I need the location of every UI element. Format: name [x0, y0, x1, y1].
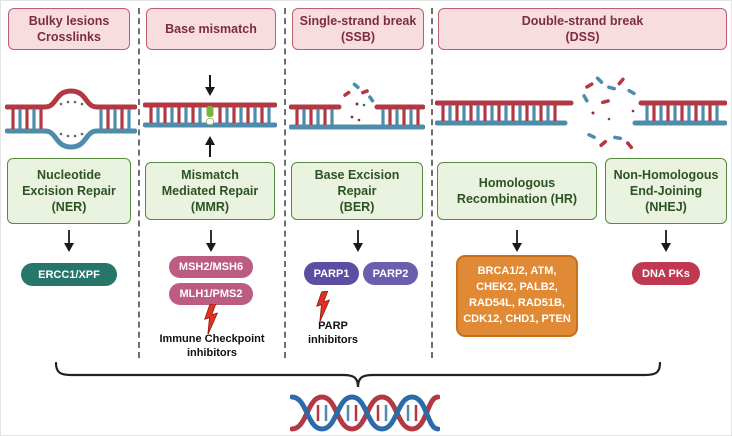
- damage-box-label-line: Bulky lesions: [28, 13, 110, 28]
- effector-pill-mlh1-pms2: MLH1/PMS2: [169, 283, 253, 305]
- repair-box-nhej: Non-Homologous End-Joining (NHEJ): [605, 158, 727, 224]
- hr-gene-line: CHEK2, PALB2,: [476, 281, 558, 294]
- damage-box-label-line: (DSS): [565, 30, 600, 44]
- damage-box-label-line: (SSB): [340, 30, 376, 44]
- down-arrow-icon: [206, 230, 216, 252]
- repair-box-label-line: (NER): [51, 200, 87, 215]
- column-divider-dashed-line: [284, 8, 286, 358]
- down-arrow-icon: [661, 230, 671, 252]
- dna-single-strand-break-illustration: [289, 82, 425, 130]
- repair-box-label-line: (NHEJ): [645, 200, 687, 215]
- column-divider-dashed-line: [431, 8, 433, 358]
- effector-pill-dna-pks: DNA PKs: [632, 262, 700, 285]
- damage-box-label-line: Double-strand break: [521, 13, 644, 28]
- repair-box-label-line: Mismatch: [181, 167, 239, 182]
- column-divider-dashed-line: [138, 8, 140, 358]
- repair-box-label-line: Excision Repair: [22, 183, 116, 198]
- repair-box-ner: Nucleotide Excision Repair (NER): [7, 158, 131, 224]
- effector-pill-msh2-msh6: MSH2/MSH6: [169, 256, 253, 278]
- dna-base-mismatch-illustration: [143, 75, 277, 157]
- parp-inhibitors-label: PARP inhibitors: [303, 319, 363, 348]
- inhibitor-label-line: inhibitors: [307, 334, 359, 347]
- repair-box-hr: Homologous Recombination (HR): [437, 162, 597, 220]
- repair-box-label-line: (BER): [339, 200, 375, 215]
- inhibitor-label-line: Immune Checkpoint: [159, 333, 265, 345]
- repair-box-label-line: Homologous: [478, 175, 556, 190]
- damage-box-single-strand-break: Single-strand break (SSB): [292, 8, 424, 50]
- inhibitor-label-line: inhibitors: [186, 347, 238, 360]
- effector-pill-parp1: PARP1: [304, 262, 359, 285]
- repair-box-label-line: Nucleotide: [37, 167, 101, 182]
- repair-box-label-line: (MMR): [190, 200, 230, 215]
- down-arrow-icon: [353, 230, 363, 252]
- dna-double-helix-icon: [290, 394, 440, 432]
- down-arrow-icon: [64, 230, 74, 252]
- lightning-bolt-icon: [204, 304, 219, 334]
- repair-box-label-line: End-Joining: [629, 183, 703, 198]
- repair-box-label-line: Base Excision: [314, 167, 400, 182]
- hr-gene-line: BRCA1/2, ATM,: [477, 265, 557, 278]
- damage-box-label-line: Base mismatch: [165, 21, 257, 36]
- damage-box-label-line: Crosslinks: [37, 30, 101, 44]
- dna-double-strand-break-illustration: [435, 76, 727, 150]
- dna-bulky-lesion-illustration: [5, 88, 137, 150]
- damage-box-label-line: Single-strand break: [299, 13, 417, 28]
- hr-gene-line: RAD54L, RAD51B,: [469, 297, 565, 309]
- down-arrow-icon: [512, 230, 522, 252]
- repair-box-ber: Base Excision Repair (BER): [291, 162, 423, 220]
- effector-pill-ercc1-xpf: ERCC1/XPF: [21, 263, 117, 286]
- damage-box-double-strand-break: Double-strand break (DSS): [438, 8, 727, 50]
- effector-pill-parp2: PARP2: [363, 262, 418, 285]
- immune-checkpoint-inhibitors-label: Immune Checkpoint inhibitors: [154, 332, 270, 361]
- lightning-bolt-icon: [316, 291, 331, 321]
- repair-box-label-line: Mediated Repair: [161, 183, 259, 198]
- repair-box-label-line: Repair: [337, 183, 377, 198]
- repair-box-label-line: Non-Homologous: [613, 167, 719, 182]
- repair-box-mmr: Mismatch Mediated Repair (MMR): [145, 162, 275, 220]
- damage-box-base-mismatch: Base mismatch: [146, 8, 276, 50]
- repair-box-label-line: Recombination (HR): [456, 192, 578, 206]
- hr-gene-line: CDK12, CHD1, PTEN: [463, 312, 571, 325]
- effector-box-hr-genes: BRCA1/2, ATM, CHEK2, PALB2, RAD54L, RAD5…: [456, 255, 578, 337]
- curly-brace: [54, 361, 662, 388]
- inhibitor-label-line: PARP: [318, 320, 348, 332]
- damage-box-bulky-lesions: Bulky lesions Crosslinks: [8, 8, 130, 50]
